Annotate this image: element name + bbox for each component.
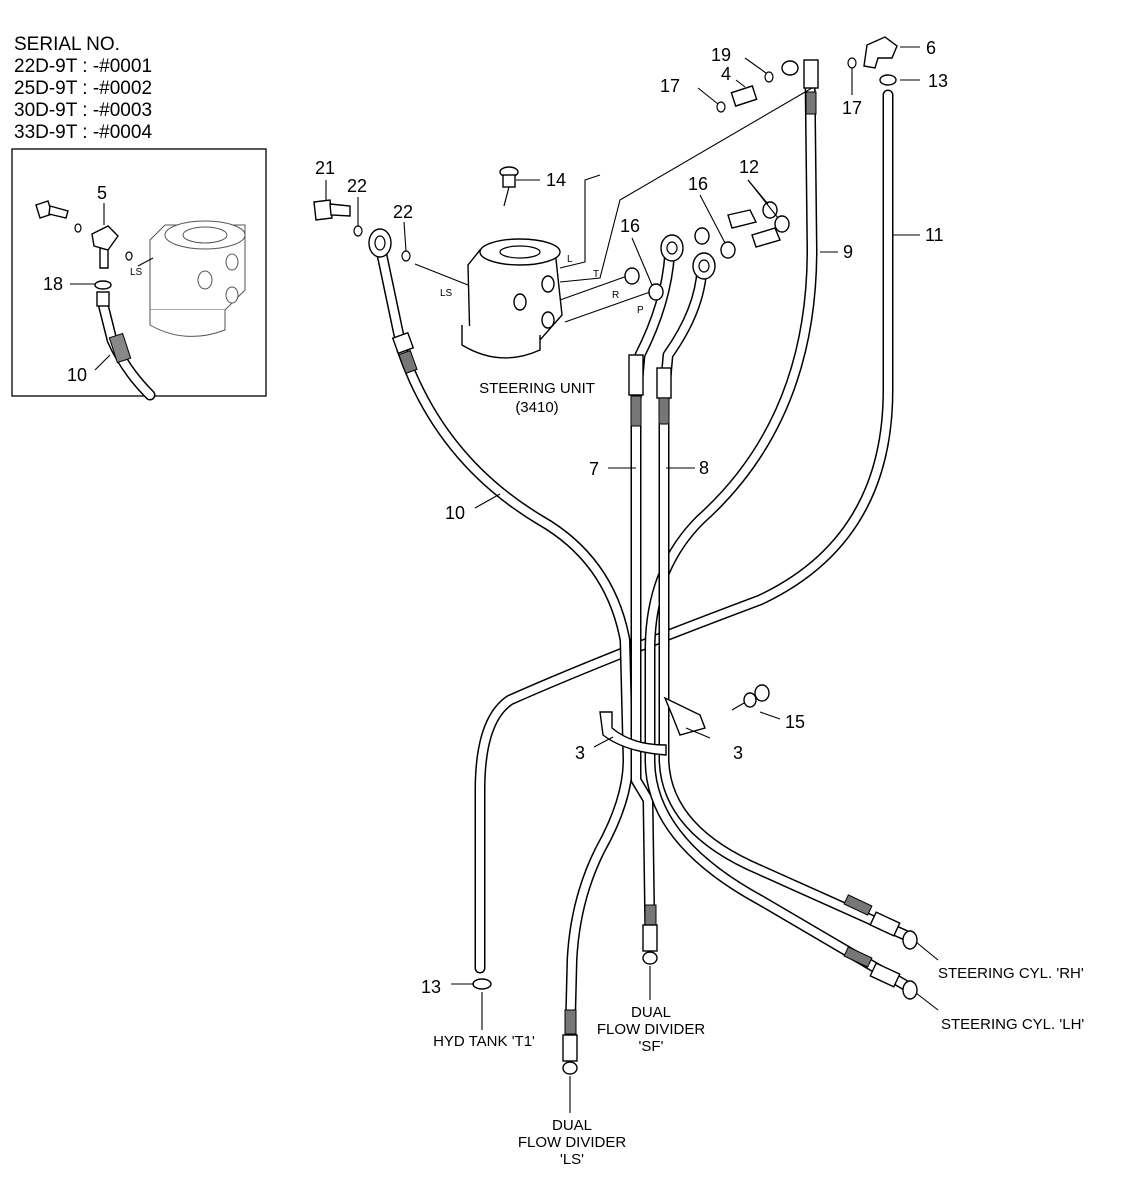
elbow-6 <box>863 36 898 69</box>
o-ring-19 <box>764 71 774 83</box>
hose-10 <box>376 249 634 1046</box>
callout-4: 4 <box>721 64 731 84</box>
dest-hyd-tank: HYD TANK 'T1' <box>433 1033 535 1050</box>
callout-numbers: 21 22 22 14 16 16 12 17 4 19 6 17 13 9 1… <box>315 38 948 997</box>
callout-3-left: 3 <box>575 743 585 763</box>
callout-7: 7 <box>589 459 599 479</box>
hose-end-fittings <box>368 59 918 1075</box>
dest-sf-line1: DUAL <box>631 1004 671 1021</box>
destination-labels: HYD TANK 'T1' DUAL FLOW DIVIDER 'SF' DUA… <box>433 965 1084 1168</box>
dest-sf-line2: FLOW DIVIDER <box>597 1021 706 1038</box>
hose-clamp-13-bottom <box>472 978 492 990</box>
callout-19: 19 <box>711 45 731 65</box>
hose-group <box>376 69 911 1046</box>
dest-sf-line3: 'SF' <box>639 1038 664 1055</box>
callout-14: 14 <box>546 170 566 190</box>
callout-17-right: 17 <box>842 98 862 118</box>
dest-steering-cyl-rh: STEERING CYL. 'RH' <box>938 965 1084 982</box>
callout-16-right: 16 <box>688 174 708 194</box>
inset-callout-5: 5 <box>97 183 107 203</box>
banjo-bolt-12-a <box>727 209 758 229</box>
hose-clamp-3-left <box>599 711 667 756</box>
serial-number-block: SERIAL NO. 22D-9T : -#0001 25D-9T : -#00… <box>14 34 152 144</box>
washer-16-a <box>624 267 640 285</box>
steering-unit-code: (3410) <box>515 399 558 416</box>
washer-16-b <box>648 283 664 301</box>
serial-line-30d: 30D-9T : -#0003 <box>14 100 153 121</box>
callout-21: 21 <box>315 158 335 178</box>
steering-unit-name: STEERING UNIT <box>479 380 595 397</box>
serial-line-22d: 22D-9T : -#0001 <box>14 56 153 77</box>
port-label-r: R <box>612 290 619 301</box>
port-label-ls: LS <box>440 288 453 299</box>
inset-detail: LS 5 18 10 <box>11 148 267 401</box>
steering-unit: L T R P LS STEERING UNIT (3410) <box>414 87 813 416</box>
dest-ls-line2: FLOW DIVIDER <box>518 1134 627 1151</box>
callout-22-right: 22 <box>393 202 413 222</box>
o-ring-17-right <box>847 57 857 69</box>
inset-bolt <box>35 200 82 233</box>
callout-13-bottom: 13 <box>421 977 441 997</box>
banjo-eye-hose-8 <box>692 252 716 280</box>
washer-22-right <box>401 250 411 262</box>
hose-clamp-13-top <box>879 74 897 86</box>
inset-callout-18: 18 <box>43 274 63 294</box>
callout-leaders <box>325 46 939 1113</box>
dest-steering-cyl-lh: STEERING CYL. 'LH' <box>941 1016 1084 1033</box>
port-label-p: P <box>637 305 644 316</box>
dest-ls-line3: 'LS' <box>560 1151 584 1168</box>
banjo-bolt-12-b <box>751 227 781 248</box>
banjo-eye-hose-10 <box>368 228 392 258</box>
port-label-t: T <box>593 269 599 280</box>
port-label-l: L <box>567 254 573 265</box>
washer-22-left <box>353 225 363 237</box>
o-ring-17-left <box>716 101 726 113</box>
serial-title: SERIAL NO. <box>14 34 120 55</box>
serial-line-25d: 25D-9T : -#0002 <box>14 78 153 99</box>
callout-3-right: 3 <box>733 743 743 763</box>
callout-12: 12 <box>739 157 759 177</box>
hose-clamp-3-right <box>663 696 706 736</box>
washer-16-c <box>694 227 710 245</box>
callout-8: 8 <box>699 458 709 478</box>
callout-9: 9 <box>843 242 853 262</box>
washer-16-d <box>720 241 736 259</box>
callout-6: 6 <box>926 38 936 58</box>
callout-11: 11 <box>925 225 944 245</box>
callout-16-left: 16 <box>620 216 640 236</box>
dest-ls-line1: DUAL <box>552 1117 592 1134</box>
callout-22-left: 22 <box>347 176 367 196</box>
inset-port-ls: LS <box>130 267 143 278</box>
small-parts <box>313 36 898 756</box>
serial-line-33d: 33D-9T : -#0004 <box>14 122 153 143</box>
banjo-bolt-21 <box>313 199 333 221</box>
callout-10: 10 <box>445 503 465 523</box>
inset-elbow-fitting <box>91 225 133 269</box>
fitting-4 <box>730 85 758 107</box>
inset-frame <box>11 148 267 397</box>
inset-steering-unit <box>149 220 246 337</box>
callout-13-top: 13 <box>928 71 948 91</box>
inset-callout-10: 10 <box>67 365 87 385</box>
callout-17-left: 17 <box>660 76 680 96</box>
banjo-eye-hose-7 <box>660 234 684 262</box>
bolt-15 <box>754 684 770 702</box>
callout-15: 15 <box>785 712 805 732</box>
